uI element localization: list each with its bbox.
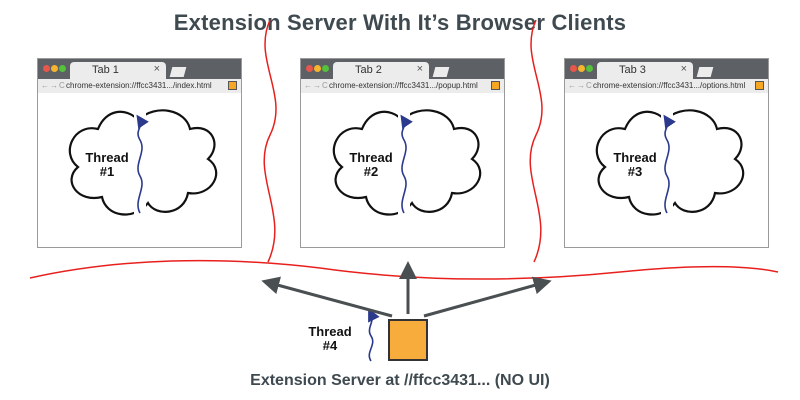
connection-arrow-right — [423, 276, 552, 318]
tab-1[interactable]: Tab 1 × — [70, 62, 166, 79]
maximize-window-dot-icon[interactable] — [59, 65, 66, 72]
thread-label-word: Thread — [85, 150, 129, 165]
navigation-icons[interactable]: ←→C — [568, 81, 593, 90]
tab-label: Tab 1 — [92, 64, 119, 76]
thread-arrow-icon — [400, 114, 413, 214]
tab-bar: Tab 3 × — [565, 59, 768, 79]
thread-label-number: #2 — [363, 164, 379, 179]
thread-label-1: Thread #1 — [82, 151, 132, 179]
close-window-dot-icon[interactable] — [570, 65, 577, 72]
thread-label-4: Thread #4 — [305, 325, 355, 353]
url-text: chrome-extension://ffcc3431.../index.htm… — [66, 81, 212, 90]
thread-label-number: #3 — [627, 164, 643, 179]
extension-icon[interactable] — [228, 81, 237, 90]
close-window-dot-icon[interactable] — [306, 65, 313, 72]
minimize-window-dot-icon[interactable] — [314, 65, 321, 72]
tab-3[interactable]: Tab 3 × — [597, 62, 693, 79]
vertical-separator — [529, 19, 543, 263]
diagram-title: Extension Server With It’s Browser Clien… — [173, 10, 627, 35]
thread-label-number: #1 — [99, 164, 115, 179]
thread-arrow-icon — [663, 114, 676, 214]
extension-server-box — [388, 319, 428, 361]
navigation-icons[interactable]: ←→C — [304, 81, 329, 90]
thread-label-number: #4 — [322, 338, 338, 353]
cloud-icon — [332, 103, 482, 221]
tab-2[interactable]: Tab 2 × — [333, 62, 429, 79]
thread-arrow-icon — [368, 308, 380, 362]
thread-label-word: Thread — [613, 150, 657, 165]
tab-close-icon[interactable]: × — [416, 63, 423, 75]
navigation-icons[interactable]: ←→C — [41, 81, 66, 90]
thread-arrow-icon — [136, 114, 149, 214]
tab-close-icon[interactable]: × — [680, 63, 687, 75]
horizontal-separator — [29, 259, 779, 280]
thread-label-word: Thread — [308, 324, 352, 339]
tab-label: Tab 2 — [355, 64, 382, 76]
address-bar[interactable]: ←→C chrome-extension://ffcc3431.../optio… — [565, 79, 768, 93]
tab-bar: Tab 1 × — [38, 59, 241, 79]
minimize-window-dot-icon[interactable] — [51, 65, 58, 72]
cloud-icon — [595, 103, 745, 221]
tab-bar: Tab 2 × — [301, 59, 504, 79]
maximize-window-dot-icon[interactable] — [322, 65, 329, 72]
thread-label-2: Thread #2 — [346, 151, 396, 179]
address-bar[interactable]: ←→C chrome-extension://ffcc3431.../index… — [38, 79, 241, 93]
minimize-window-dot-icon[interactable] — [578, 65, 585, 72]
connection-arrow-left — [261, 276, 393, 318]
url-text: chrome-extension://ffcc3431.../options.h… — [593, 81, 746, 90]
thread-label-word: Thread — [349, 150, 393, 165]
extension-icon[interactable] — [491, 81, 500, 90]
server-caption: Extension Server at //ffcc3431... (NO UI… — [250, 372, 550, 389]
cloud-icon — [68, 103, 218, 221]
vertical-separator — [263, 19, 277, 263]
tab-close-icon[interactable]: × — [153, 63, 160, 75]
tab-label: Tab 3 — [619, 64, 646, 76]
address-bar[interactable]: ←→C chrome-extension://ffcc3431.../popup… — [301, 79, 504, 93]
extension-icon[interactable] — [755, 81, 764, 90]
maximize-window-dot-icon[interactable] — [586, 65, 593, 72]
url-text: chrome-extension://ffcc3431.../popup.htm… — [329, 81, 478, 90]
close-window-dot-icon[interactable] — [43, 65, 50, 72]
thread-label-3: Thread #3 — [610, 151, 660, 179]
